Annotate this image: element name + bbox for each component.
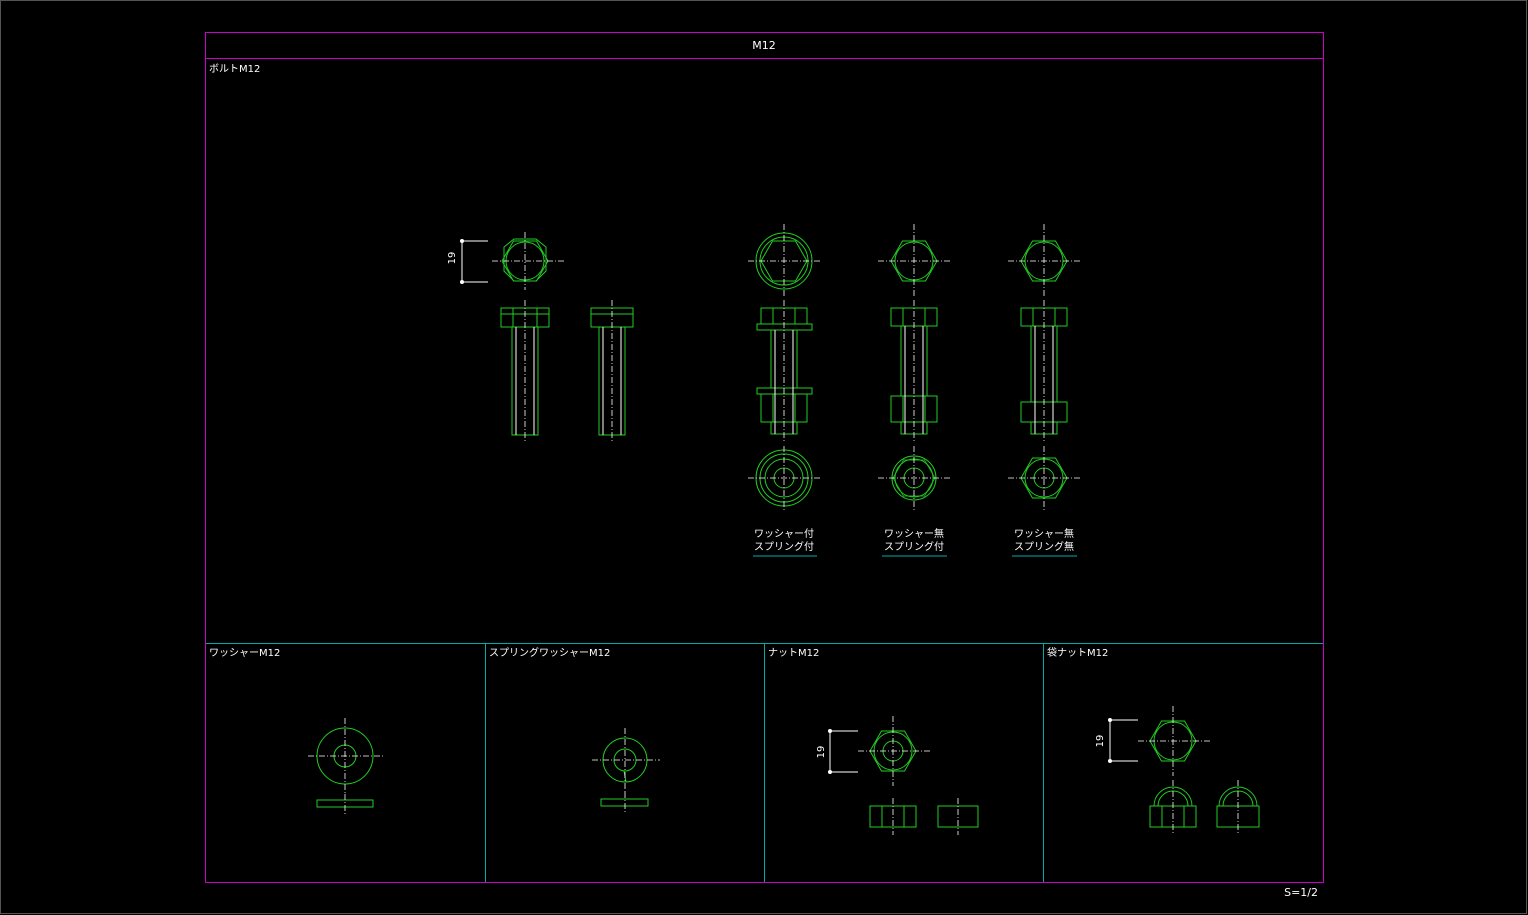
- variant-2-line1: ワッシャー無: [884, 527, 944, 540]
- assembly-1-side-view: [756, 300, 813, 442]
- variant-3-line2: スプリング無: [1014, 540, 1074, 553]
- bolt-side-view-1: [500, 300, 550, 443]
- bolt-hex-top-view: [492, 232, 564, 290]
- bolt-hex-dimension: 19: [447, 252, 458, 265]
- spring-washer-panel-label: スプリングワッシャーM12: [489, 646, 610, 659]
- washer-panel-label: ワッシャーM12: [209, 648, 280, 659]
- assembly-3-bottom-view: [1008, 446, 1082, 512]
- nut-top-view: [858, 716, 930, 786]
- bolt-section-label: ボルトM12: [209, 63, 260, 75]
- cap-nut-dimension: [1108, 718, 1138, 763]
- sheet-title: M12: [752, 39, 776, 52]
- cap-nut-hex-dimension: 19: [1095, 735, 1106, 748]
- bolt-side-view-2: [590, 300, 634, 443]
- nut-dimension: [828, 729, 858, 774]
- bolt-dimension: [460, 239, 488, 284]
- assembly-1-top-view: [748, 224, 822, 298]
- cap-nut-top-view: [1138, 706, 1210, 776]
- nut-panel-label: ナットM12: [768, 647, 819, 659]
- cap-nut-side-view-2: [1216, 780, 1260, 835]
- assembly-3-side-view: [1020, 300, 1068, 442]
- variant-1-line1: ワッシャー付: [754, 527, 814, 540]
- cap-nut-panel-label: 袋ナットM12: [1047, 646, 1108, 659]
- assembly-2-top-view: [878, 224, 952, 298]
- spring-washer-side-view: [600, 792, 649, 814]
- washer-side-view: [316, 794, 374, 815]
- nut-hex-dimension: 19: [816, 746, 827, 759]
- scale-label: S=1/2: [1284, 886, 1318, 899]
- cap-nut-side-view-1: [1149, 780, 1197, 835]
- assembly-3-top-view: [1008, 224, 1082, 298]
- variant-1-line2: スプリング付: [754, 540, 814, 553]
- sheet-border: [205, 32, 1324, 883]
- washer-top-view: [308, 718, 384, 794]
- nut-side-view-2: [937, 798, 979, 835]
- assembly-1-bottom-view: [748, 446, 822, 512]
- spring-washer-top-view: [592, 728, 660, 792]
- nut-side-view-1: [869, 798, 917, 835]
- assembly-2-bottom-view: [878, 446, 952, 512]
- assembly-2-side-view: [890, 300, 938, 442]
- variant-2-line2: スプリング付: [884, 540, 944, 553]
- variant-3-line1: ワッシャー無: [1014, 527, 1074, 540]
